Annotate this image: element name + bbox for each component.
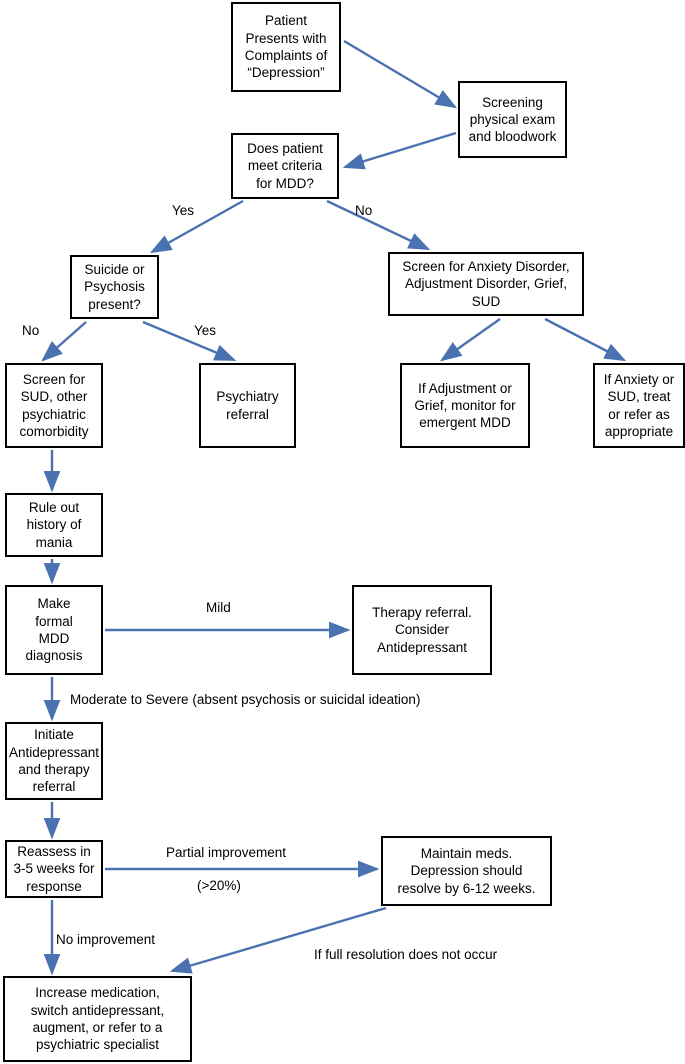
edge-label-label_mild: Mild bbox=[206, 600, 231, 615]
node-if_adjustment_grief[interactable]: If Adjustment or Grief, monitor for emer… bbox=[400, 363, 530, 448]
node-rule_out_mania[interactable]: Rule out history of mania bbox=[5, 493, 103, 557]
edge-label-label_yes_mdd: Yes bbox=[172, 203, 195, 218]
edge-suicide-to-screen-sud bbox=[41, 321, 87, 362]
edge-label-label_no_suicide: No bbox=[22, 323, 40, 338]
edge-anxiety-to-anxiety-sud bbox=[544, 317, 627, 362]
node-initiate_antidepressant[interactable]: Initiate Antidepressant and therapy refe… bbox=[5, 722, 103, 800]
node-make_mdd_diagnosis[interactable]: Make formal MDD diagnosis bbox=[5, 585, 103, 675]
node-meet_criteria_mdd[interactable]: Does patient meet criteria for MDD? bbox=[231, 133, 339, 199]
edge-criteria-to-anxiety bbox=[326, 199, 431, 251]
node-reassess_response[interactable]: Reassess in 3-5 weeks for response bbox=[5, 840, 103, 898]
edge-presents-to-screening bbox=[343, 39, 458, 109]
node-suicide_psychosis[interactable]: Suicide or Psychosis present? bbox=[70, 255, 159, 319]
node-increase_medication[interactable]: Increase medication, switch antidepressa… bbox=[3, 976, 192, 1062]
node-patient_presents[interactable]: Patient Presents with Complaints of “Dep… bbox=[231, 2, 341, 92]
edge-label-label_partial_improvement: Partial improvement bbox=[166, 845, 287, 860]
node-if_anxiety_sud[interactable]: If Anxiety or SUD, treat or refer as app… bbox=[593, 363, 685, 448]
edge-label-label_full_resolution: If full resolution does not occur bbox=[314, 947, 498, 962]
node-psychiatry_referral[interactable]: Psychiatry referral bbox=[199, 363, 296, 448]
edge-screening-to-criteria bbox=[342, 131, 457, 170]
edge-suicide-to-psychiatry bbox=[142, 320, 237, 362]
edge-label-label_no_mdd: No bbox=[355, 203, 373, 218]
node-screening_exam[interactable]: Screening physical exam and bloodwork bbox=[458, 81, 567, 158]
edge-label-label_no_improvement: No improvement bbox=[56, 932, 156, 947]
edge-criteria-to-suicide bbox=[149, 199, 244, 254]
node-screen_anxiety[interactable]: Screen for Anxiety Disorder, Adjustment … bbox=[388, 252, 584, 316]
edge-anxiety-to-adjustment bbox=[440, 318, 501, 362]
edge-label-label_yes_suicide: Yes bbox=[194, 323, 217, 338]
node-therapy_referral[interactable]: Therapy referral. Consider Antidepressan… bbox=[352, 585, 492, 675]
edge-label-label_moderate_severe: Moderate to Severe (absent psychosis or … bbox=[70, 692, 421, 707]
node-screen_sud[interactable]: Screen for SUD, other psychiatric comorb… bbox=[5, 363, 103, 448]
node-maintain_meds[interactable]: Maintain meds. Depression should resolve… bbox=[381, 836, 552, 906]
edge-label-label_partial_percent: (>20%) bbox=[197, 878, 241, 893]
